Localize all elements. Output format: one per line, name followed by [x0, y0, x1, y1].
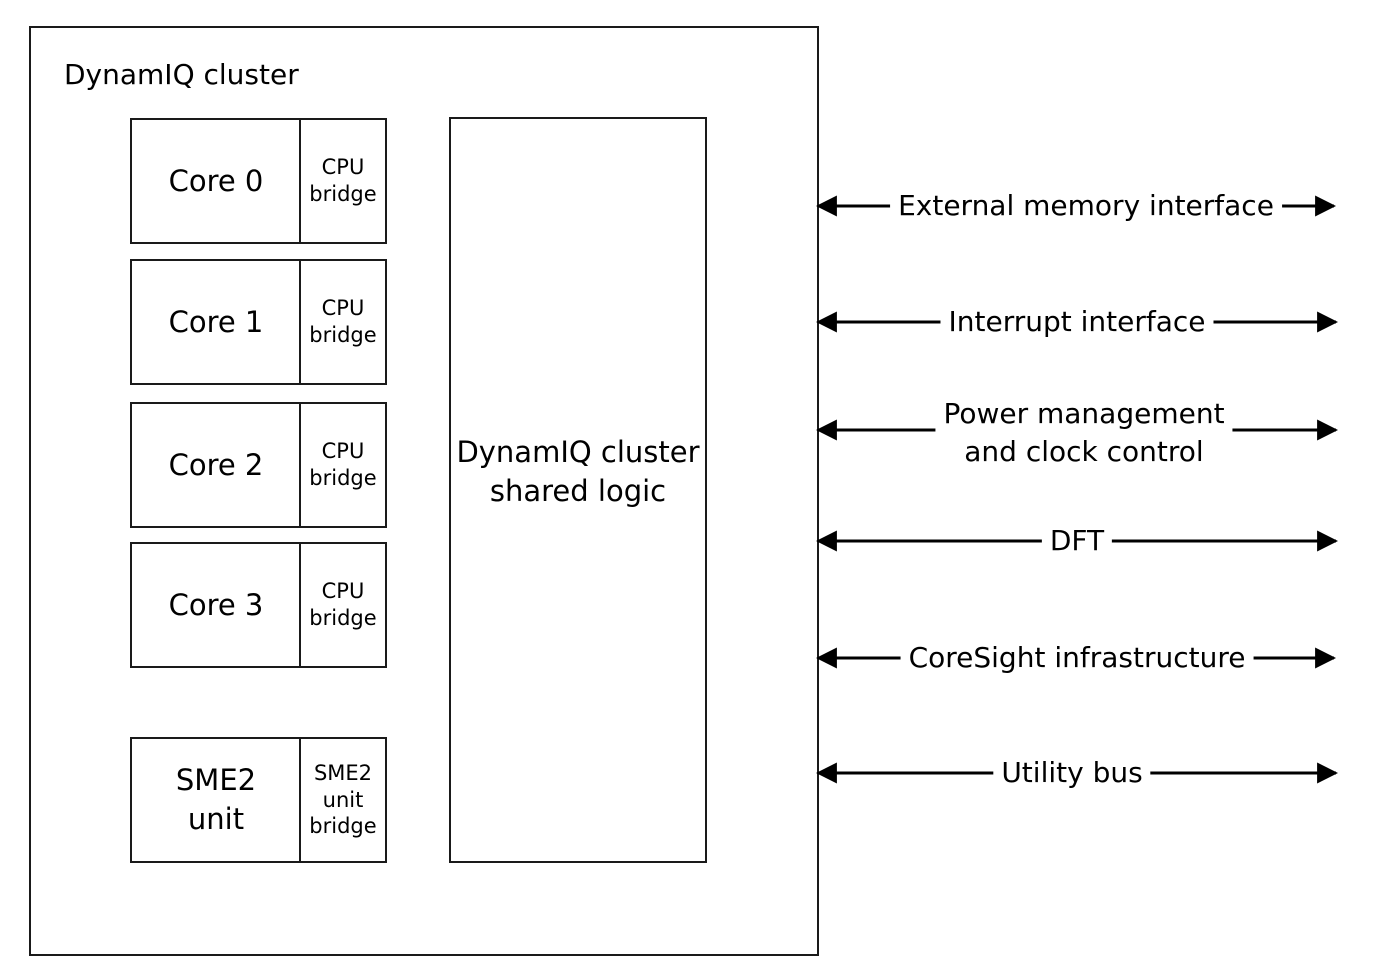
core-1-box: Core 1 [130, 259, 302, 385]
core-2-box: Core 2 [130, 402, 302, 528]
sme2-unit-label: SME2 unit [175, 762, 257, 836]
shared-logic-label: DynamIQ cluster shared logic [456, 434, 700, 508]
dft-label: DFT [1041, 522, 1113, 560]
utility-bus-label: Utility bus [993, 754, 1151, 792]
shared-logic-box: DynamIQ cluster shared logic [449, 117, 707, 863]
core-1-cpu-bridge: CPU bridge [299, 259, 387, 385]
interrupt-interface-label: Interrupt interface [940, 303, 1214, 341]
sme2-unit-bridge-label: SME2 unit bridge [309, 760, 377, 839]
core-2-cpu-bridge: CPU bridge [299, 402, 387, 528]
core-3-bridge-label: CPU bridge [309, 579, 377, 630]
core-0-bridge-label: CPU bridge [309, 155, 377, 206]
coresight-infrastructure-label: CoreSight infrastructure [900, 639, 1254, 677]
core-2-label: Core 2 [168, 448, 264, 482]
cluster-title: DynamIQ cluster [64, 58, 299, 91]
core-1-label: Core 1 [168, 305, 264, 339]
core-2-bridge-label: CPU bridge [309, 439, 377, 490]
core-3-cpu-bridge: CPU bridge [299, 542, 387, 668]
core-0-box: Core 0 [130, 118, 302, 244]
core-3-label: Core 3 [168, 588, 264, 622]
sme2-unit-box: SME2 unit [130, 737, 302, 863]
external-memory-interface-label: External memory interface [890, 187, 1282, 225]
sme2-unit-bridge: SME2 unit bridge [299, 737, 387, 863]
core-1-bridge-label: CPU bridge [309, 296, 377, 347]
core-3-box: Core 3 [130, 542, 302, 668]
core-0-cpu-bridge: CPU bridge [299, 118, 387, 244]
core-0-label: Core 0 [168, 164, 264, 198]
power-management-label: Power management and clock control [935, 395, 1233, 471]
